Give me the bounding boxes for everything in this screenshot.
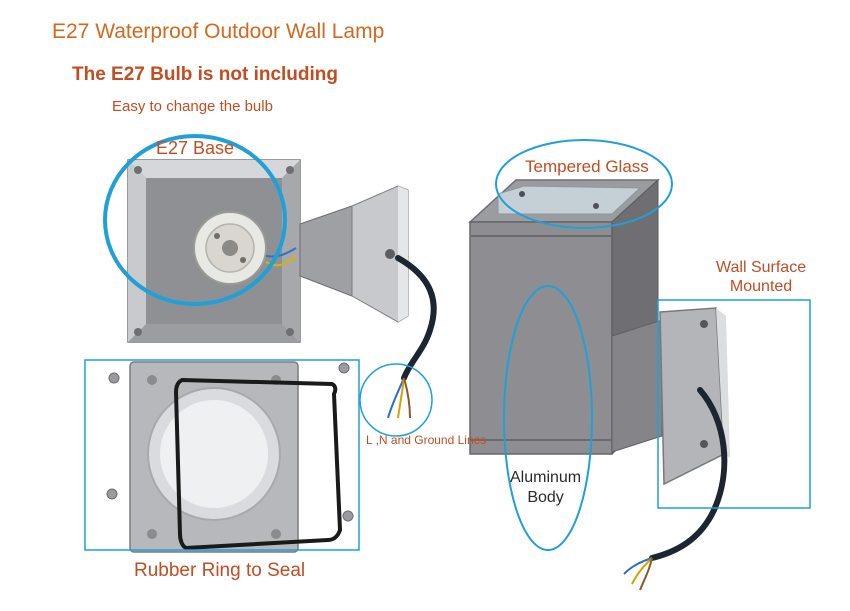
callout-tempered-glass — [495, 139, 673, 229]
tempered-glass-label: Tempered Glass — [525, 157, 649, 176]
wall-surface-label: Wall Surface Mounted — [716, 258, 806, 296]
ground-lines-label: L ,N and Ground Lines — [366, 433, 487, 447]
bulb-not-included-note: The E27 Bulb is not including — [72, 64, 339, 85]
easy-change-note: Easy to change the bulb — [112, 98, 273, 115]
wall-surface-label-line2: Mounted — [729, 278, 793, 295]
callout-aluminum-body — [503, 285, 593, 551]
wall-surface-label-line1: Wall Surface — [716, 259, 807, 276]
cover-plate — [129, 361, 299, 553]
wall-bracket-right — [611, 307, 730, 486]
rubber-ring — [173, 377, 343, 551]
aluminum-body-label-line1: Aluminum — [510, 469, 582, 486]
aluminum-body-label-line2: Body — [527, 489, 564, 506]
page-title: E27 Waterproof Outdoor Wall Lamp — [52, 20, 385, 43]
rubber-ring-label: Rubber Ring to Seal — [134, 560, 306, 581]
callout-ground-lines — [359, 363, 433, 437]
callout-rubber-ring — [84, 359, 360, 551]
e27-base-label: E27 Base — [156, 138, 235, 158]
cable-right — [623, 387, 728, 591]
e27-socket — [193, 211, 297, 285]
aluminum-body-label: Aluminum Body — [510, 468, 581, 508]
callout-wall-surface — [657, 299, 811, 509]
mount-bracket-left — [299, 185, 409, 323]
callout-e27-base — [103, 134, 287, 306]
screws — [106, 362, 354, 522]
cable-left — [387, 255, 437, 419]
